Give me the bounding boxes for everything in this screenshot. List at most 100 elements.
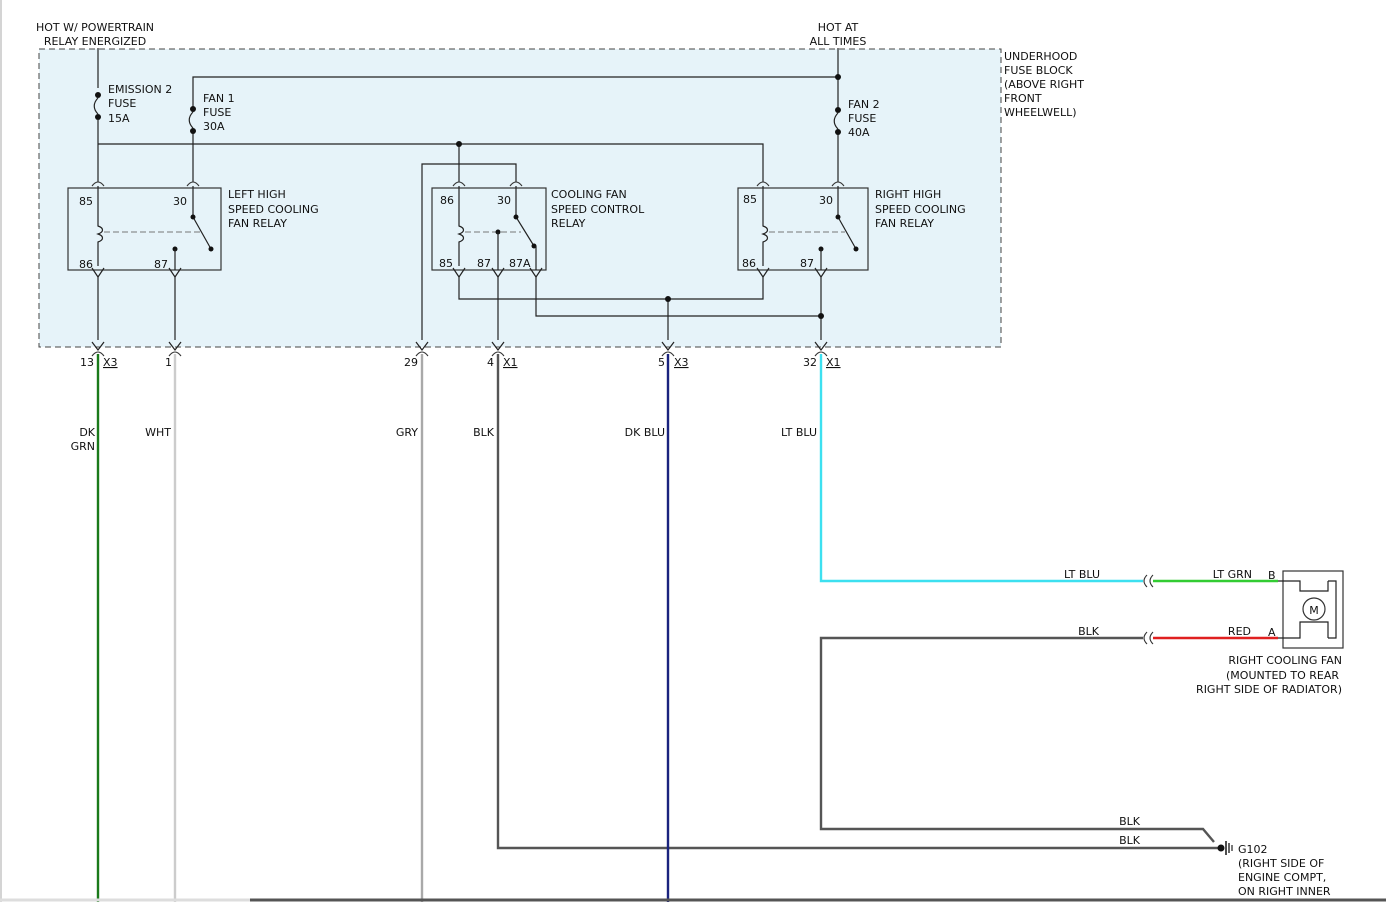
right-cooling-fan: M B A <box>1268 569 1344 649</box>
fan1-fuse-line1: FAN 1 <box>203 92 235 105</box>
control-relay-pin87a-arrow <box>529 267 543 279</box>
control-relay-label-line3: RELAY <box>551 217 586 230</box>
label-lt-blu-horizontal: LT BLU <box>1064 568 1100 581</box>
connector-32-socket <box>814 351 828 357</box>
dot-fan2-top <box>835 107 841 113</box>
right-relay-pin-87: 87 <box>800 257 814 270</box>
emission2-fuse-line1: EMISSION 2 <box>108 83 172 96</box>
control-relay-pin85-arrow <box>452 267 466 279</box>
connector-29-socket <box>415 351 429 357</box>
right-relay-label-line2: SPEED COOLING <box>875 203 966 216</box>
left-relay-pin-30: 30 <box>173 195 187 208</box>
wire-ctrl85-right86 <box>458 277 764 300</box>
speed-control-relay: 86 30 85 87 87A <box>431 181 547 279</box>
control-relay-box <box>431 187 547 271</box>
connector-5-pin: 5 <box>658 356 665 369</box>
left-relay-coil <box>96 186 104 266</box>
wire-fan1-bus <box>192 76 838 112</box>
emission2-fuse-symbol <box>93 97 99 115</box>
dot-emission-top <box>95 92 101 98</box>
left-relay-pin30-terminal <box>186 181 200 187</box>
label-wht: WHT <box>145 426 171 439</box>
connector-4-socket <box>491 351 505 357</box>
ground-label-line1: G102 <box>1238 843 1268 856</box>
right-relay-pin85-terminal <box>756 181 770 187</box>
dot-fan-bus <box>835 74 841 80</box>
fan-pin-a: A <box>1268 626 1276 639</box>
inline-connector-a-right <box>1149 631 1154 645</box>
connector-13-pin: 13 <box>80 356 94 369</box>
connector-29-arrow <box>415 341 429 351</box>
connector-5-conn: X3 <box>674 356 689 369</box>
label-blk-ground-2: BLK <box>1119 834 1141 847</box>
label-blk-fan: BLK <box>1078 625 1100 638</box>
control-relay-switch-tip <box>531 243 537 249</box>
left-relay-label-line1: LEFT HIGH <box>228 188 286 201</box>
fuse-block-line1: UNDERHOOD <box>1004 50 1077 63</box>
label-lt-blu: LT BLU <box>781 426 817 439</box>
fan-label-line2: (MOUNTED TO REAR <box>1226 669 1339 682</box>
right-relay-label-line3: FAN RELAY <box>875 217 934 230</box>
hot-powertrain-line2: RELAY ENERGIZED <box>44 35 146 48</box>
dot-c5-junction <box>665 296 671 302</box>
right-relay-pin87-arrow <box>814 267 828 279</box>
dot-emission-bottom <box>95 114 101 120</box>
fan-label-line3: RIGHT SIDE OF RADIATOR) <box>1196 683 1342 696</box>
right-relay-pin30-terminal <box>831 181 845 187</box>
wire-blk-to-ground <box>496 354 1218 850</box>
fan-label-line1: RIGHT COOLING FAN <box>1228 654 1342 667</box>
wire-87a-to-right87 <box>535 277 821 317</box>
connector-32-arrow <box>814 341 828 351</box>
right-high-speed-relay: 85 30 86 87 <box>737 181 869 279</box>
label-dk-blu: DK BLU <box>625 426 665 439</box>
label-gry: GRY <box>396 426 418 439</box>
emission2-fuse-line2: FUSE <box>108 97 136 110</box>
label-dk-grn-line1: DK <box>79 426 95 439</box>
fan-internal-b <box>1278 580 1329 592</box>
inline-connector-b-right <box>1149 574 1154 588</box>
control-relay-pin86-terminal <box>452 181 466 187</box>
left-relay-box <box>67 187 222 271</box>
connector-1-pin: 1 <box>165 356 172 369</box>
hot-all-times-line2: ALL TIMES <box>810 35 867 48</box>
connector-32-pin: 32 <box>803 356 817 369</box>
fan1-fuse-line3: 30A <box>203 120 225 133</box>
fan1-fuse-line2: FUSE <box>203 106 231 119</box>
left-relay-label-line3: FAN RELAY <box>228 217 287 230</box>
dot-fan1-top <box>190 106 196 112</box>
control-relay-pin-87a: 87A <box>509 257 531 270</box>
control-relay-pin30-terminal <box>509 181 523 187</box>
control-relay-pin-86: 86 <box>440 194 454 207</box>
wire-gry-to-ctrl-30 <box>421 163 517 340</box>
left-relay-pin87-arrow <box>168 267 182 279</box>
fan-motor-letter: M <box>1309 604 1319 617</box>
hot-powertrain-line1: HOT W/ POWERTRAIN <box>36 21 154 34</box>
fan-box <box>1282 570 1344 649</box>
ground-g102 <box>1217 841 1233 855</box>
label-blk-ground-1: BLK <box>1119 815 1141 828</box>
fuse-block-line4: FRONT <box>1004 92 1042 105</box>
control-relay-label-line1: COOLING FAN <box>551 188 627 201</box>
connector-1-socket <box>168 351 182 357</box>
left-relay-pin85-terminal <box>91 181 105 187</box>
connector-4-arrow <box>491 341 505 351</box>
connector-13-socket <box>91 351 105 357</box>
wire-coil-bus <box>98 143 764 182</box>
connector-4-pin: 4 <box>487 356 494 369</box>
wire-blk-fan-ground <box>819 636 1215 843</box>
connector-13-conn: X3 <box>103 356 118 369</box>
ground-junction-dot <box>1217 844 1225 852</box>
dot-coil-bus <box>456 141 462 147</box>
dot-fan1-bottom <box>190 128 196 134</box>
edge-connectors <box>91 341 828 357</box>
hot-all-times-line1: HOT AT <box>818 21 859 34</box>
right-relay-switch-tip <box>853 246 859 252</box>
ground-label-line4: ON RIGHT INNER <box>1238 885 1331 898</box>
right-relay-pin-85: 85 <box>743 193 757 206</box>
left-relay-pin-85: 85 <box>79 195 93 208</box>
inline-connector-b-left <box>1143 574 1148 588</box>
label-dk-grn-line2: GRN <box>71 440 95 453</box>
fan2-fuse-line1: FAN 2 <box>848 98 880 111</box>
fan-pin-b: B <box>1268 569 1276 582</box>
connector-4-conn: X1 <box>503 356 518 369</box>
